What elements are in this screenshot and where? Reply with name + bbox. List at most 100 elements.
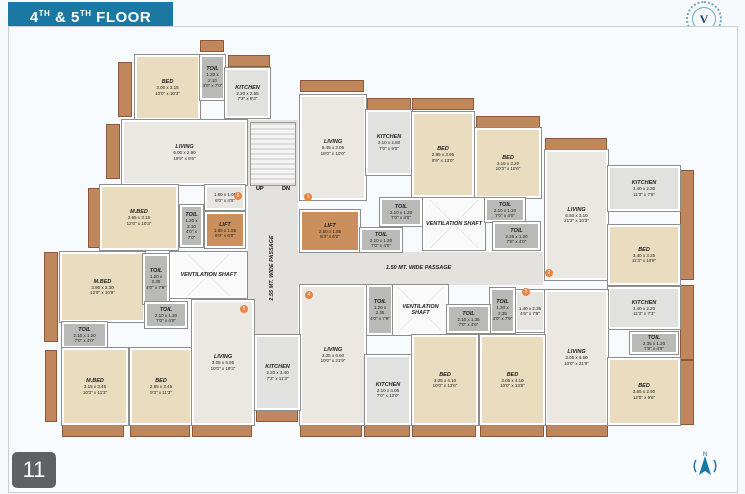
room-dimensions-feet: 8'3" x 6'0"	[320, 234, 340, 239]
room-dimensions-feet: 4'0" x 7'9"	[492, 316, 513, 322]
room-name: KITCHEN	[376, 134, 402, 140]
balcony	[88, 188, 100, 248]
room-dimensions-feet: 6'0" x 4'0"	[215, 197, 235, 203]
room-dimensions-feet: 9'9" x 13'0"	[431, 157, 455, 163]
room-name: TOIL	[394, 203, 408, 210]
room-dimensions-feet: 7'0" x 4'0"	[74, 338, 95, 343]
room-dimensions-metric: 1.20 x 2.35	[496, 305, 509, 316]
room-dimensions-feet: 11'3" x 7'3"	[633, 311, 655, 316]
balcony	[300, 425, 362, 437]
balcony	[545, 138, 607, 150]
room-dimensions-feet: 10'0" x 13'6"	[432, 383, 458, 388]
unit-number-marker: 4	[305, 291, 313, 299]
room-dimensions-metric: 3.15 x 3.20	[496, 160, 520, 166]
room-name: BED	[506, 371, 519, 378]
balcony	[364, 425, 410, 437]
room-dimensions-metric: 2.20 x 2.55	[236, 90, 259, 96]
room-dimensions-metric: 2.10 x 1.20	[73, 332, 96, 338]
room-dimensions-metric: 3.40 x 2.20	[632, 305, 656, 311]
room-dimensions-feet: 7'9" x 4'0"	[644, 346, 664, 351]
balcony	[476, 116, 540, 128]
main-passage-label: 2.55 MT. WIDE PASSAGE	[269, 235, 275, 301]
balcony	[192, 425, 252, 437]
room-name: LIVING	[323, 139, 343, 145]
unit-number-marker: 3	[522, 288, 530, 296]
room-dimensions-metric: 2.35 x 1.20	[642, 340, 666, 346]
balcony	[546, 425, 608, 437]
stair-up-label: UP	[256, 186, 264, 192]
room-dimensions-metric: 2.95 x 3.95	[431, 152, 455, 157]
room: VENTILATION SHAFT	[170, 252, 247, 298]
room-dimensions-metric: 3.65 x 2.90	[632, 389, 656, 394]
room-dimensions-feet: 12'9" x 10'9"	[90, 290, 115, 295]
room-dimensions-feet: 10'0" x 10'3"	[155, 90, 180, 96]
room-name: KITCHEN	[631, 180, 657, 186]
room-dimensions-metric: 2.10 x 1.35	[457, 316, 480, 322]
room-dimensions-feet: 4'6" x 7'9"	[520, 311, 540, 316]
title-sup: TH	[38, 9, 51, 18]
room-name: LIVING	[213, 354, 233, 360]
room-dimensions-feet: 10'3" x 11'3"	[82, 389, 108, 395]
room-name: KITCHEN	[235, 84, 260, 91]
room-dimensions-metric: 2.10 x 1.20	[154, 312, 178, 318]
room-dimensions-metric: 5.45 x 3.05	[321, 145, 345, 150]
room-name: LIFT	[219, 221, 231, 228]
room-name: TOIL	[373, 298, 387, 305]
room-dimensions-metric: 3.40 x 3.25	[632, 252, 656, 258]
room-dimensions-feet: 10'3" x 10'6"	[495, 166, 521, 171]
page-number-badge: 11	[12, 452, 56, 488]
title-part: & 5	[50, 9, 80, 26]
room-name: M.BED	[130, 209, 148, 215]
room-dimensions-feet: 11'3" x 10'9"	[631, 258, 657, 263]
room-dimensions-feet: 7'0" x 10'0"	[376, 393, 400, 398]
room-dimensions-feet: 10'0" x 13'6"	[500, 383, 525, 388]
room-dimensions-metric: 3.00 x 3.15	[156, 85, 179, 90]
room-dimensions-feet: 4'0" x 7'9"	[146, 284, 166, 290]
room-dimensions-feet: 7'0" x 9'0"	[379, 145, 399, 151]
balcony	[106, 124, 120, 179]
room-name: TOIL	[149, 267, 163, 274]
room-name: VENTILATION SHAFT	[402, 304, 439, 316]
room-dimensions-feet: 7'3" x 11'3"	[266, 375, 289, 381]
balcony	[44, 252, 58, 342]
unit-number-marker: 5	[240, 305, 248, 313]
room-dimensions-feet: 6'0" x 6'0"	[215, 233, 235, 238]
staircase	[250, 122, 296, 186]
room-dimensions-feet: 7'6" x 4'0"	[506, 239, 527, 244]
room-dimensions-feet: 21'3" x 10'3"	[564, 218, 589, 223]
room-dimensions-feet: 4'0" x 7'0"	[186, 229, 197, 240]
room-dimensions-metric: 1.20 x 2.35	[149, 273, 163, 285]
room-dimensions-metric: 1.40 x 2.35	[518, 305, 542, 311]
room-name: BED	[439, 371, 451, 378]
room-dimensions-feet: 7'3" x 8'3"	[237, 96, 258, 101]
room-dimensions-metric: 1.80 x 1.05	[213, 192, 237, 197]
room-name: TOIL	[206, 66, 219, 73]
balcony	[412, 98, 474, 110]
room-dimensions-metric: 3.05 x 4.10	[501, 377, 524, 383]
room-dimensions-metric: 1.20 x 2.10	[185, 218, 198, 229]
room-name: LIVING	[567, 349, 586, 355]
room-name: BED	[638, 246, 650, 253]
room-dimensions-metric: 3.90 x 3.30	[91, 284, 114, 290]
room-name: LIVING	[323, 346, 343, 353]
room-dimensions-metric: 6.00 x 2.90	[173, 150, 196, 155]
room-name: M.BED	[93, 278, 112, 285]
